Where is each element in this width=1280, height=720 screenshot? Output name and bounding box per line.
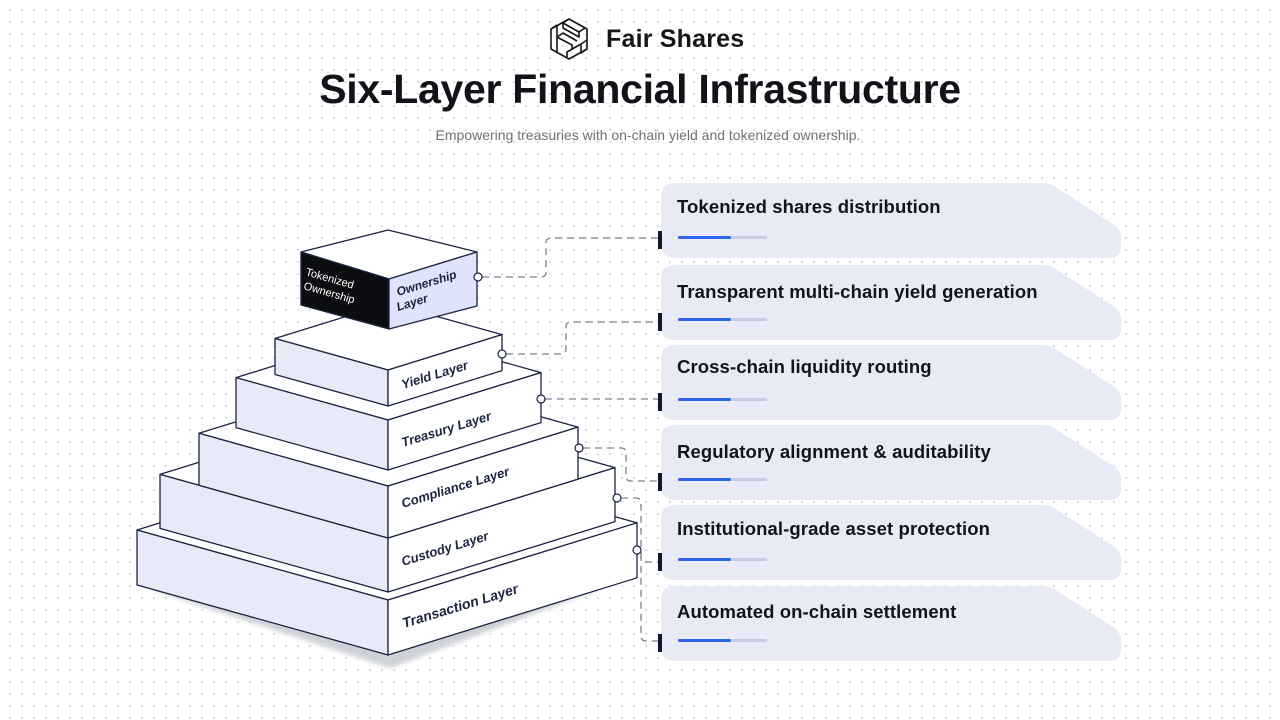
connector-node	[574, 443, 584, 453]
connector-endpoint-marker	[658, 634, 662, 652]
connector-node	[473, 272, 483, 282]
connector-endpoint-marker	[658, 231, 662, 249]
feature-card: Automated on-chain settlement	[658, 586, 1121, 661]
connector-line	[621, 497, 659, 563]
feature-progress-bar	[678, 558, 767, 561]
layer-top-face	[235, 329, 542, 421]
layer-left-face	[136, 529, 389, 656]
feature-progress-bar	[678, 318, 767, 321]
feature-title: Transparent multi-chain yield generation	[677, 281, 1038, 302]
pyramid-layer: Compliance Layer	[198, 373, 579, 539]
feature-progress-fill	[678, 318, 732, 321]
feature-title: Regulatory alignment & auditability	[677, 441, 991, 462]
feature-progress-fill	[678, 236, 732, 239]
block-side-label: Ownership	[302, 280, 356, 306]
block-dark-face	[300, 251, 390, 330]
card-background	[661, 183, 1121, 258]
connector-node	[632, 545, 642, 555]
layer-label: Treasury Layer	[399, 408, 493, 450]
feature-progress-bar	[678, 639, 767, 642]
pyramid-layer: Custody Layer	[159, 403, 616, 593]
connector-line	[482, 237, 659, 278]
feature-title: Institutional-grade asset protection	[677, 518, 990, 539]
feature-progress-fill	[678, 478, 732, 481]
feature-card: Transparent multi-chain yield generation	[658, 265, 1121, 340]
feature-progress-fill	[678, 558, 732, 561]
connector-endpoint-marker	[658, 473, 662, 491]
card-background	[661, 505, 1121, 580]
layer-label: Transaction Layer	[400, 580, 521, 631]
feature-title: Cross-chain liquidity routing	[677, 356, 932, 377]
feature-title: Tokenized shares distribution	[677, 196, 941, 217]
layer-left-face	[274, 337, 389, 407]
connector-node	[536, 394, 546, 404]
brand-name: Fair Shares	[606, 24, 745, 53]
feature-progress-bar	[678, 236, 767, 239]
layer-left-face	[198, 432, 389, 539]
feature-card: Cross-chain liquidity routing	[658, 345, 1121, 420]
block-front-label: Ownership	[395, 267, 458, 299]
block-front-label: Layer	[395, 291, 431, 314]
connector-node	[612, 493, 622, 503]
card-background	[661, 586, 1121, 661]
layer-label: Yield Layer	[399, 357, 470, 392]
page-subtitle: Empowering treasuries with on-chain yiel…	[435, 127, 861, 143]
layer-front-face	[387, 334, 503, 407]
block-front-face	[388, 251, 478, 330]
feature-progress-fill	[678, 398, 732, 401]
feature-title: Automated on-chain settlement	[677, 601, 957, 622]
pyramid-shadow	[152, 520, 598, 668]
layer-top-face	[274, 302, 503, 371]
pyramid-layer: Transaction Layer	[136, 452, 638, 656]
layer-front-face	[387, 426, 579, 539]
connector-line	[506, 321, 659, 355]
connector-node	[497, 349, 507, 359]
layer-front-face	[387, 371, 542, 471]
card-background	[661, 425, 1121, 500]
connector-endpoint-marker	[658, 553, 662, 571]
brand: Fair Shares	[546, 16, 744, 62]
layer-label: Compliance Layer	[399, 464, 511, 511]
layer-front-face	[387, 466, 616, 593]
connector-line	[635, 549, 659, 642]
connector-endpoint-marker	[658, 393, 662, 411]
layer-label: Custody Layer	[399, 528, 491, 569]
layer-front-face	[387, 522, 638, 656]
feature-card: Tokenized shares distribution	[658, 183, 1121, 258]
card-background	[661, 265, 1121, 340]
layer-top-face	[136, 452, 638, 601]
layer-top-face	[198, 373, 579, 487]
block-side-label: Tokenized	[304, 266, 355, 291]
connector-line	[583, 447, 659, 482]
layer-left-face	[159, 473, 389, 593]
feature-card: Institutional-grade asset protection	[658, 505, 1121, 580]
feature-progress-bar	[678, 398, 767, 401]
feature-card: Regulatory alignment & auditability	[658, 425, 1121, 500]
layer-top-face	[159, 403, 616, 539]
layer-left-face	[235, 376, 389, 471]
pyramid-layer: Treasury Layer	[235, 329, 542, 471]
page-title: Six-Layer Financial Infrastructure	[319, 66, 961, 112]
connector-endpoint-marker	[658, 313, 662, 331]
block-top-face	[300, 229, 478, 280]
pyramid-layer: Yield Layer	[274, 302, 503, 407]
feature-progress-fill	[678, 639, 732, 642]
card-background	[661, 345, 1121, 420]
feature-progress-bar	[678, 478, 767, 481]
isometric-hexagon-logo-icon	[550, 18, 588, 60]
